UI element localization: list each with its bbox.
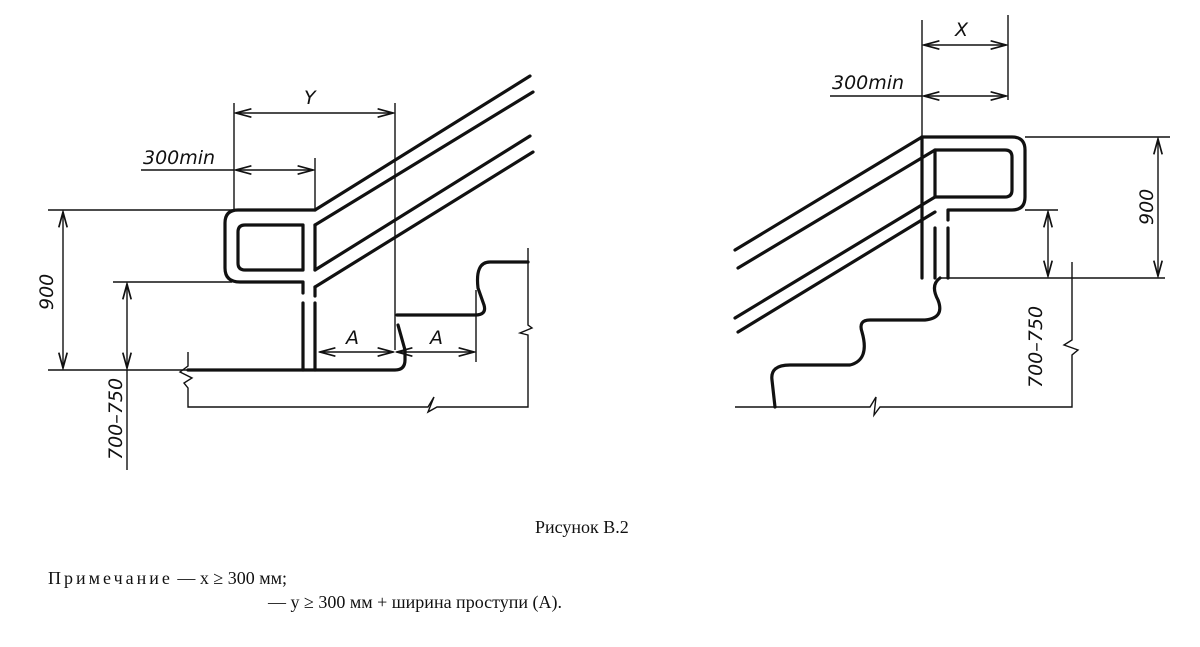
- right-figure: X 300min 900 700–750: [733, 15, 1170, 418]
- dim-a2-label: A: [428, 327, 443, 349]
- dim-y-label: Y: [304, 87, 317, 109]
- dim-700-750-label-right: 700–750: [1025, 306, 1047, 388]
- dim-300min-label: 300min: [143, 147, 215, 169]
- note-x-condition: — x ≥ 300 мм;: [172, 568, 288, 588]
- dim-700-750-label: 700–750: [105, 378, 127, 460]
- left-figure: Y 300min 900 700–750 A A: [36, 74, 535, 470]
- figure-caption: Рисунок В.2: [535, 517, 629, 537]
- note-line-1: Примечание — x ≥ 300 мм;: [48, 568, 287, 589]
- note-line-2: — y ≥ 300 мм + ширина проступи (A).: [268, 592, 563, 612]
- dim-300min-label-right: 300min: [832, 72, 904, 94]
- dim-x-label: X: [954, 19, 969, 41]
- dim-900-label-right: 900: [1136, 189, 1158, 225]
- note-label: Примечание: [48, 568, 173, 588]
- dim-a1-label: A: [344, 327, 359, 349]
- dim-900-label: 900: [36, 274, 58, 310]
